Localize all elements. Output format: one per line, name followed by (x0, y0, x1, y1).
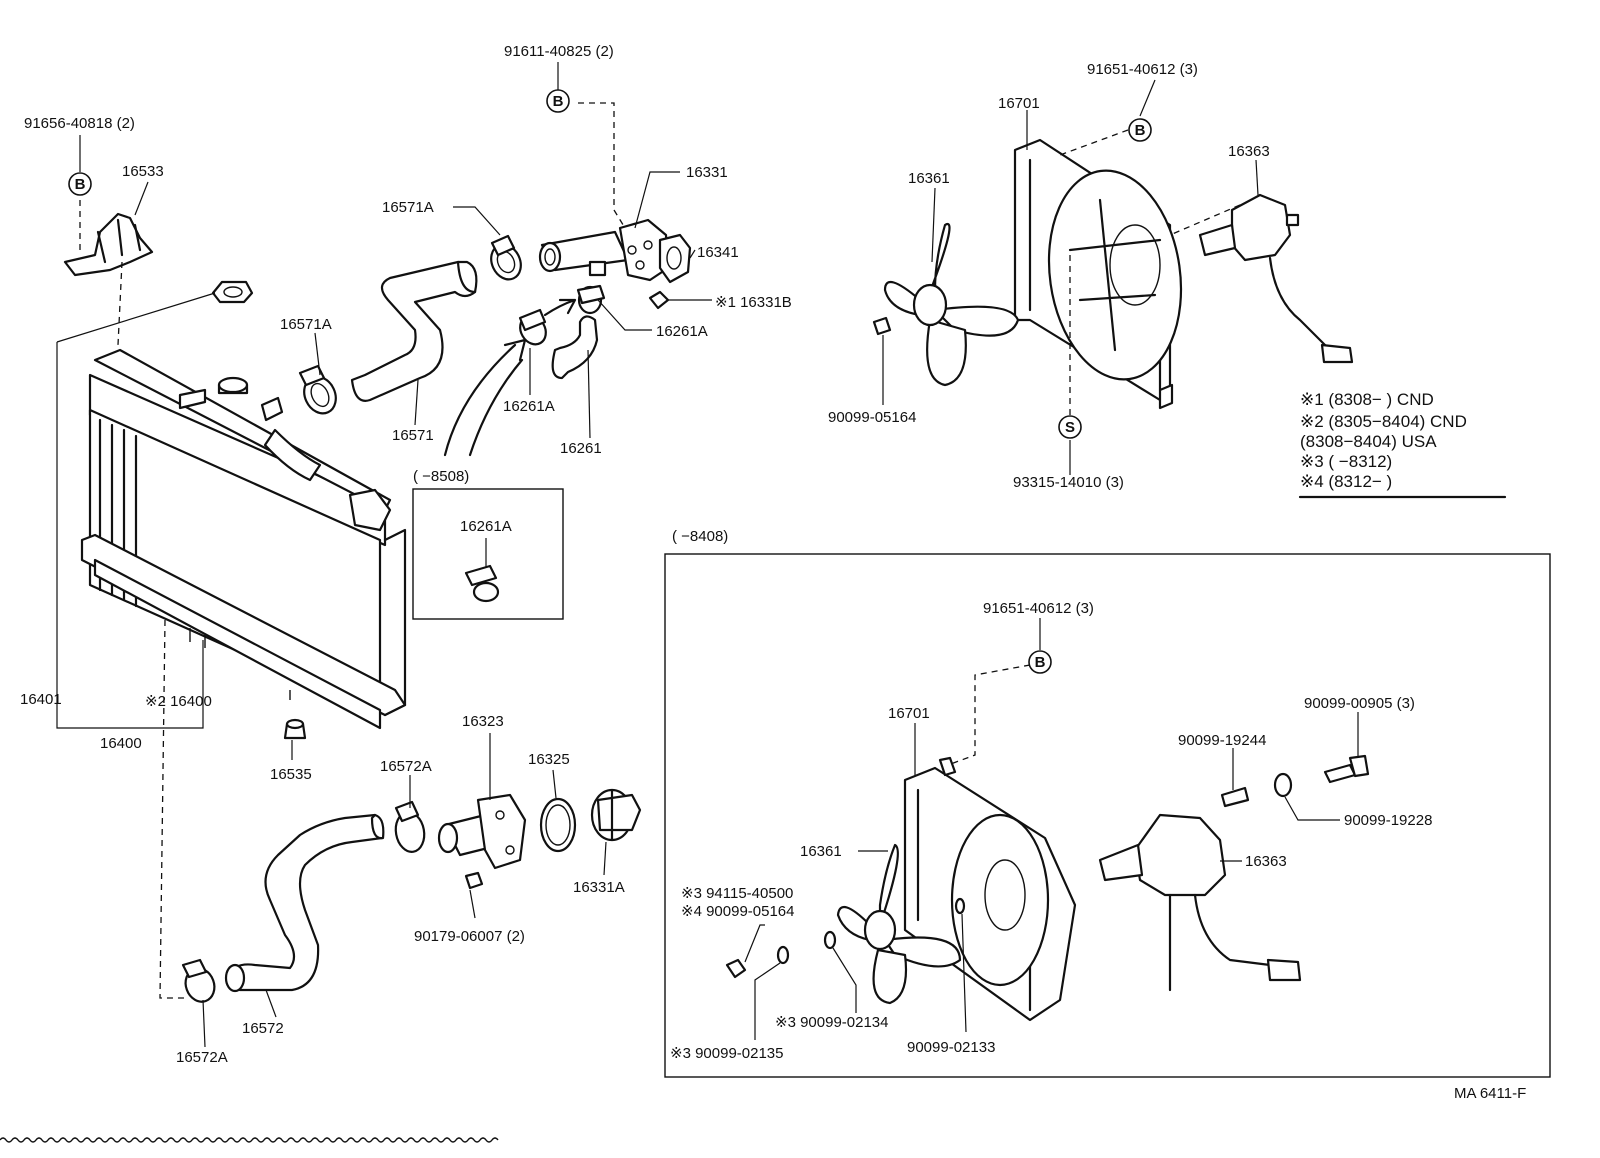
label-16331a: 16331A (573, 879, 625, 896)
label-16261a-inset: 16261A (460, 518, 512, 535)
svg-text:B: B (1135, 122, 1146, 139)
label-16533: 16533 (122, 163, 164, 180)
fan-motor-box (1098, 813, 1302, 992)
label-16400-star: ※2 16400 (145, 693, 212, 710)
label-16363-box: 16363 (1245, 853, 1287, 870)
symbol-b: B (1128, 118, 1152, 142)
label-90099-00905: 90099-00905 (3) (1304, 695, 1415, 712)
alternate-fan-panel (664, 553, 1551, 1078)
hose-clamp-icon (394, 800, 426, 853)
label-16572: 16572 (242, 1020, 284, 1037)
label-16361-box: 16361 (800, 843, 842, 860)
part-labels: 91656-40818 (2) 16533 91611-40825 (2) 16… (20, 43, 1526, 1102)
label-91611-40825: 91611-40825 (2) (504, 43, 614, 60)
water-outlet-icon (538, 218, 670, 282)
symbol-b: B (1028, 650, 1052, 674)
scalloped-edge (0, 1137, 499, 1143)
thermostat-icon (590, 788, 642, 842)
fan-blade-top (883, 222, 1020, 387)
label-16401: 16401 (20, 691, 62, 708)
hose-clamp-icon (490, 234, 522, 281)
note-line: ※2 (8305−8404) CND (1300, 412, 1467, 431)
note-line: ※1 (8308− ) CND (1300, 390, 1434, 409)
label-16341: 16341 (697, 244, 739, 261)
label-16400: 16400 (100, 735, 142, 752)
drawing-number: MA 6411-F (1454, 1085, 1526, 1102)
label-90099-02134: ※3 90099-02134 (775, 1014, 889, 1031)
upper-radiator-hose (350, 260, 478, 402)
label-90099-19244: 90099-19244 (1178, 732, 1266, 749)
label-16571a-left: 16571A (280, 316, 332, 333)
temp-sensor-icon (648, 290, 670, 310)
label-91651-40612-box: 91651-40612 (3) (983, 600, 1094, 617)
radiator-cap-icon (211, 280, 254, 304)
label-90179-06007: 90179-06007 (2) (414, 928, 525, 945)
label-16535: 16535 (270, 766, 312, 783)
label-inset-range: ( −8508) (413, 468, 469, 485)
gasket-icon (539, 797, 577, 853)
label-16363-top: 16363 (1228, 143, 1270, 160)
label-16261: 16261 (560, 440, 602, 457)
water-inlet-icon (437, 793, 527, 870)
label-16261a-mid: 16261A (503, 398, 555, 415)
svg-text:B: B (75, 176, 86, 193)
hose-clamp-icon (181, 958, 216, 1003)
support-bracket-icon (63, 212, 154, 277)
bolt-icon (1323, 754, 1370, 784)
label-16261a-right: 16261A (656, 323, 708, 340)
label-16571: 16571 (392, 427, 434, 444)
gasket-icon (658, 233, 692, 284)
guide-lines (79, 102, 1241, 999)
label-16701-box: 16701 (888, 705, 930, 722)
label-94115-40500: ※3 94115-40500 (681, 885, 793, 902)
label-90099-02135: ※3 90099-02135 (670, 1045, 784, 1062)
radiator (80, 348, 407, 730)
label-16572a-top: 16572A (380, 758, 432, 775)
collar-icon (1220, 772, 1293, 808)
fan-blade-box (836, 843, 962, 1005)
note-line: ※3 ( −8312) (1300, 452, 1392, 471)
symbol-b: B (546, 89, 570, 113)
fan-motor-top (1198, 193, 1354, 364)
label-box-range: ( −8408) (672, 528, 728, 545)
svg-text:B: B (553, 93, 564, 110)
label-91656-40818: 91656-40818 (2) (24, 115, 135, 132)
nut-icon (872, 316, 892, 336)
fan-shroud-box (903, 756, 1077, 1022)
label-16331b: ※1 16331B (715, 294, 792, 311)
label-93315-14010: 93315-14010 (3) (1013, 474, 1124, 491)
note-line: ※4 (8312− ) (1300, 472, 1392, 491)
label-90099-05164-box: ※4 90099-05164 (681, 903, 795, 920)
notes-legend: ※1 (8308− ) CND ※2 (8305−8404) CND (8308… (1298, 390, 1507, 499)
flow-arrow-icon (443, 298, 577, 457)
symbol-b: B (68, 172, 92, 196)
label-16701-top: 16701 (998, 95, 1040, 112)
label-16325: 16325 (528, 751, 570, 768)
label-16571a-top: 16571A (382, 199, 434, 216)
svg-text:B: B (1035, 654, 1046, 671)
inset-panel (412, 488, 564, 620)
label-16361-top: 16361 (908, 170, 950, 187)
label-90099-19228: 90099-19228 (1344, 812, 1432, 829)
lower-radiator-hose (224, 813, 385, 993)
drain-cock-icon (283, 718, 307, 740)
svg-text:S: S (1065, 419, 1075, 436)
label-90099-05164-top: 90099-05164 (828, 409, 916, 426)
symbol-s: S (1058, 415, 1082, 439)
label-16572a-bottom: 16572A (176, 1049, 228, 1066)
bolt-icon (464, 871, 484, 890)
label-90099-02133: 90099-02133 (907, 1039, 995, 1056)
hose-clamp-icon (298, 364, 337, 415)
label-16323: 16323 (462, 713, 504, 730)
note-line: (8308−8404) USA (1300, 432, 1437, 451)
bypass-hose-icon (518, 284, 606, 380)
washer-nut-icon (725, 897, 966, 979)
label-91651-40612-top: 91651-40612 (3) (1087, 61, 1198, 78)
leader-lines (56, 62, 1359, 1048)
fan-shroud-top (1013, 138, 1183, 410)
label-16331: 16331 (686, 164, 728, 181)
